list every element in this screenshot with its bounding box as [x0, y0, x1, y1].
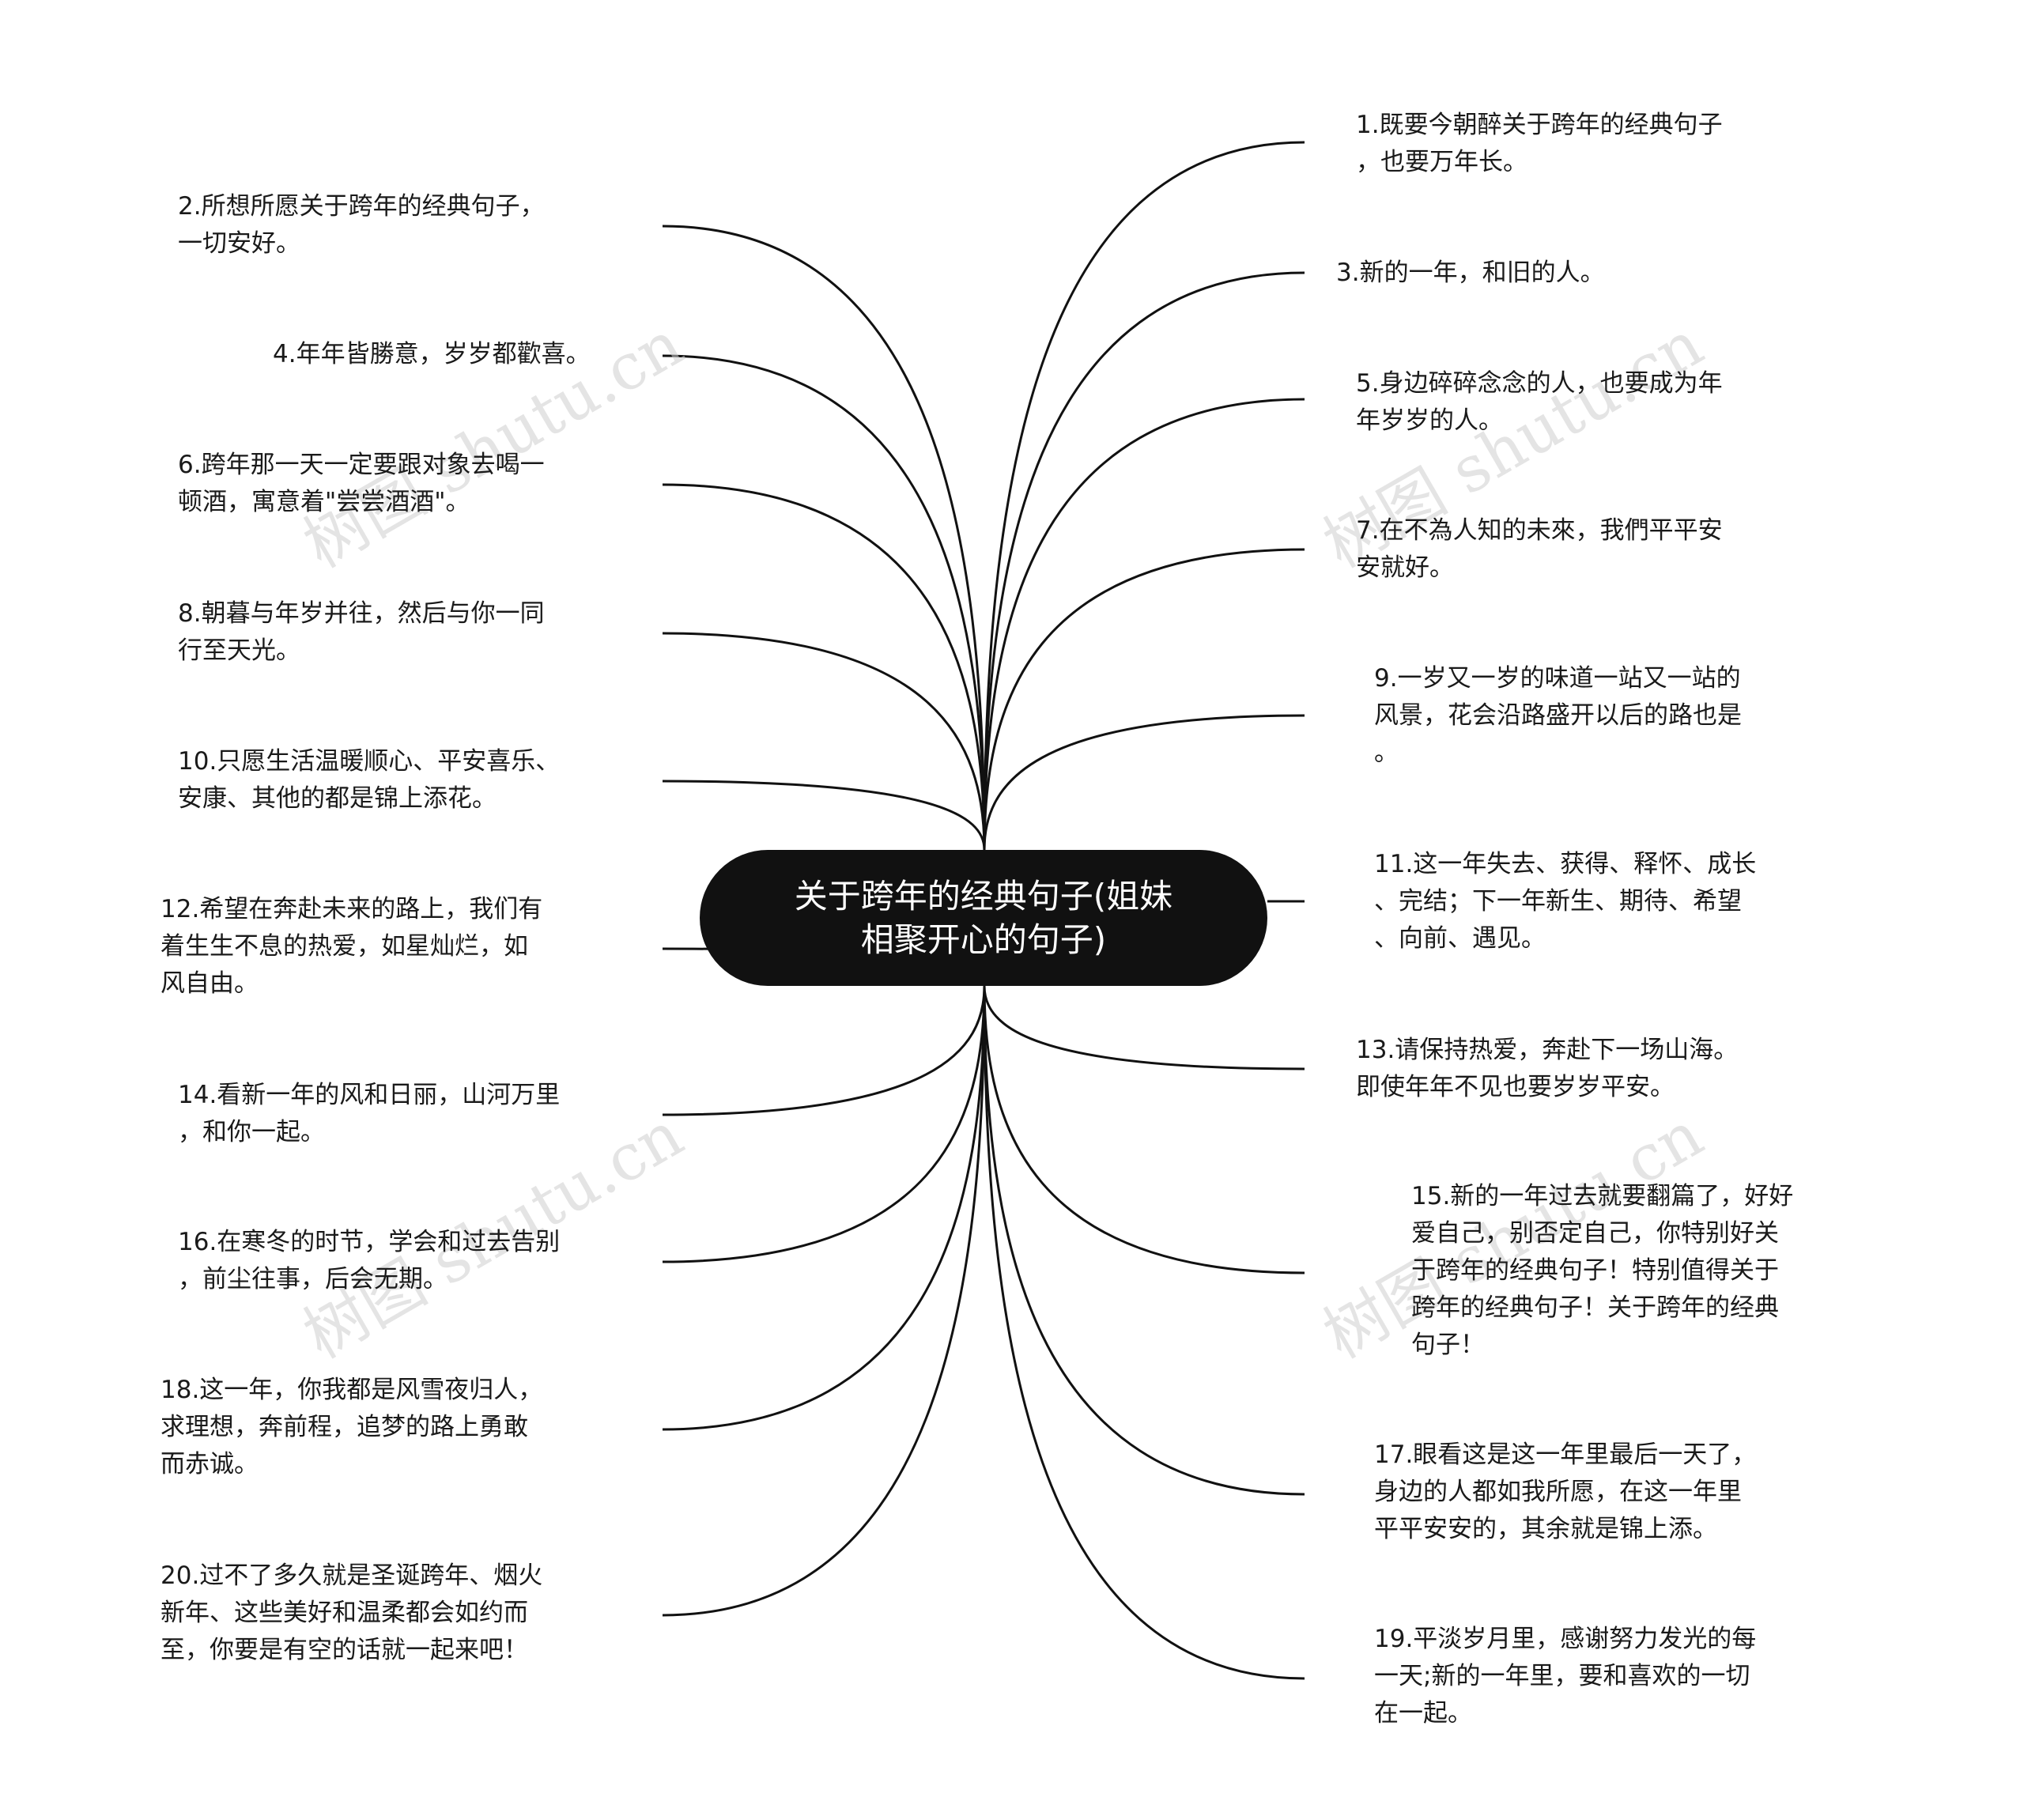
connector-line-18: [662, 985, 986, 1431]
connector-line-5: [983, 398, 1305, 851]
connector-line-13: [983, 985, 1305, 1070]
connector-line-7: [983, 548, 1305, 851]
connector-line-3: [983, 271, 1305, 851]
connector-line-1: [983, 141, 1305, 851]
leaf-node-17[interactable]: 17.眼看这是这一年里最后一天了， 身边的人都如我所愿，在这一年里 平平安安的，…: [1374, 1441, 1757, 1543]
connector-line-6: [662, 483, 986, 851]
leaf-node-16[interactable]: 16.在寒冬的时节，学会和过去告别 ，前尘往事，后会无期。: [178, 1228, 561, 1293]
leaf-node-12[interactable]: 12.希望在奔赴未来的路上，我们有 着生生不息的热爱，如星灿烂，如 风自由。: [160, 895, 543, 998]
connector-line-20: [662, 985, 986, 1617]
leaf-node-6[interactable]: 6.跨年那一天一定要跟对象去喝一 顿酒，寓意着"尝尝酒酒"。: [178, 451, 545, 516]
connector-line-8: [662, 632, 986, 851]
leaf-node-20[interactable]: 20.过不了多久就是圣诞跨年、烟火 新年、这些美好和温柔都会如约而 至，你要是有…: [160, 1561, 543, 1664]
leaf-node-9[interactable]: 9.一岁又一岁的味道一站又一站的 风景，花会沿路盛开以后的路也是 。: [1374, 664, 1742, 767]
leaf-node-5[interactable]: 5.身边碎碎念念的人，也要成为年 年岁岁的人。: [1356, 369, 1723, 435]
connector-line-17: [983, 985, 1305, 1496]
leaf-node-19[interactable]: 19.平淡岁月里，感谢努力发光的每 一天;新的一年里，要和喜欢的一切 在一起。: [1374, 1625, 1757, 1727]
connector-line-14: [662, 985, 986, 1116]
connector-line-15: [983, 985, 1305, 1274]
root-topic-label: 关于跨年的经典句子(姐妹 相聚开心的句子): [794, 877, 1173, 959]
leaf-node-13[interactable]: 13.请保持热爱，奔赴下一场山海。 即使年年不见也要岁岁平安。: [1356, 1036, 1739, 1101]
connector-line-9: [983, 714, 1305, 851]
leaf-node-10[interactable]: 10.只愿生活温暖顺心、平安喜乐、 安康、其他的都是锦上添花。: [178, 747, 561, 813]
leaf-node-15[interactable]: 15.新的一年过去就要翻篇了，好好 爱自己，别否定自己，你特别好关 于跨年的经典…: [1411, 1182, 1794, 1359]
root-topic-node[interactable]: 关于跨年的经典句子(姐妹 相聚开心的句子): [700, 850, 1267, 986]
leaf-node-7[interactable]: 7.在不為人知的未來，我們平平安 安就好。: [1356, 516, 1723, 582]
leaf-node-8[interactable]: 8.朝暮与年岁并往，然后与你一同 行至天光。: [178, 599, 545, 665]
leaf-node-3[interactable]: 3.新的一年，和旧的人。: [1336, 259, 1605, 287]
leaf-node-4[interactable]: 4.年年皆勝意，岁岁都歡喜。: [273, 340, 591, 368]
connector-line-2: [662, 354, 986, 851]
leaf-node-2[interactable]: 2.所想所愿关于跨年的经典句子， 一切安好。: [178, 192, 545, 258]
connector-line-10: [662, 780, 986, 851]
connector-line-1: [662, 225, 986, 851]
leaf-node-18[interactable]: 18.这一年，你我都是风雪夜归人， 求理想，奔前程，追梦的路上勇敢 而赤诚。: [160, 1376, 543, 1478]
leaf-node-11[interactable]: 11.这一年失去、获得、释怀、成长 、完结；下一年新生、期待、希望 、向前、遇见…: [1374, 850, 1757, 953]
connector-line-19: [983, 985, 1305, 1680]
leaf-node-14[interactable]: 14.看新一年的风和日丽，山河万里 ，和你一起。: [178, 1081, 561, 1146]
leaf-node-1[interactable]: 1.既要今朝醉关于跨年的经典句子 ，也要万年长。: [1356, 111, 1723, 176]
connector-line-16: [662, 985, 986, 1263]
